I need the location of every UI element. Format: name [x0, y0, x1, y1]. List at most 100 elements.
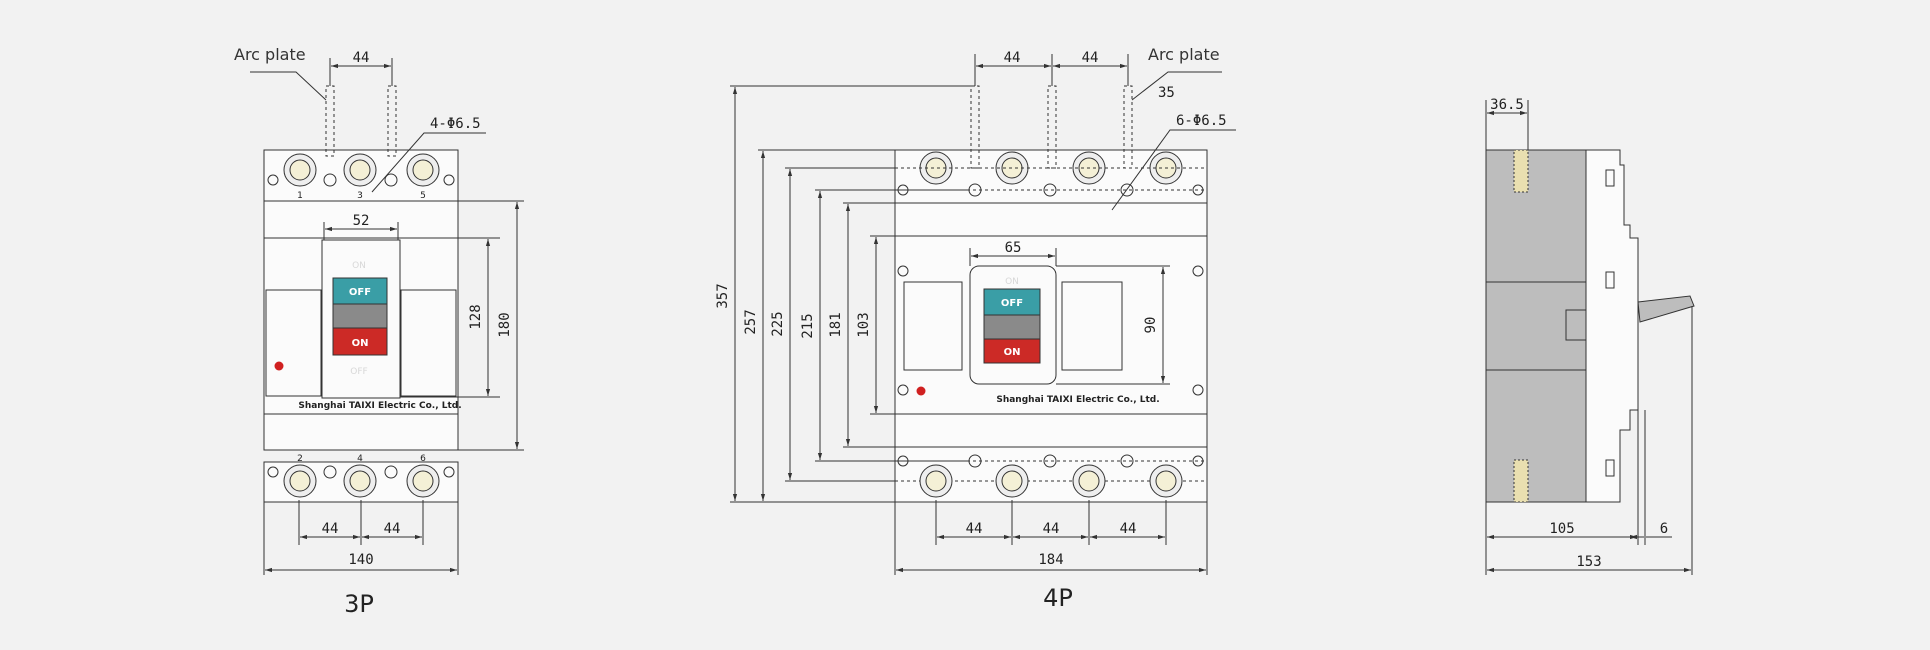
p4-dim-width: 184: [1038, 552, 1063, 568]
p4-mount-hole-icon: [1120, 454, 1134, 468]
side-dim-153: 153: [1576, 554, 1601, 570]
p4-arc-plate: [1123, 85, 1133, 169]
p3-screw-icon: [267, 466, 279, 478]
p3-mount-hole-icon: [323, 173, 337, 187]
p4-terminal-bottom: [1149, 464, 1183, 498]
p4-screw-icon: [897, 384, 909, 396]
p3-screw-icon: [267, 174, 279, 186]
p4-screw-icon: [897, 455, 909, 467]
p4-dim-arc-offset: 35: [1158, 85, 1175, 101]
p4-left-window: [903, 281, 963, 371]
side-clip: [1605, 169, 1615, 187]
side-body: [1485, 149, 1587, 503]
p4-dim-bottom-pitch-3: 44: [1120, 521, 1137, 537]
p4-arc-plate-label: Arc plate: [1148, 45, 1220, 64]
p3-dim-handle-height: 128: [468, 304, 484, 329]
p4-terminal-bottom: [1072, 464, 1106, 498]
p3-terminal-bottom-4: [343, 464, 377, 498]
p4-caption: 4P: [1043, 584, 1073, 612]
p4-handle-mid: [983, 314, 1041, 340]
p4-screw-icon: [1192, 384, 1204, 396]
p3-dim-handle-width: 52: [353, 213, 370, 229]
p4-lower-band: [894, 413, 1208, 448]
side-copper-bottom: [1513, 459, 1529, 503]
p4-indicator-dot: [916, 386, 926, 396]
p4-screw-icon: [1192, 265, 1204, 277]
side-copper-top: [1513, 149, 1529, 193]
p4-dim-103: 103: [856, 312, 872, 337]
p4-arc-plate: [1047, 85, 1057, 169]
p4-terminal-bottom: [919, 464, 953, 498]
view-side: 36.5 105 6 153: [1485, 97, 1695, 575]
p4-screw-icon: [897, 265, 909, 277]
p4-dim-bottom-pitch-2: 44: [1043, 521, 1060, 537]
p4-dim-top-pitch-2: 44: [1082, 50, 1099, 66]
p3-terminal-top-3: [343, 153, 377, 187]
p3-terminal-label: 1: [297, 191, 303, 201]
p3-terminal-label: 6: [420, 454, 426, 464]
p3-lower-band: [263, 413, 459, 451]
view-4p: 44 44 Arc plate 35 6-Φ6.5 357 257 225 21…: [715, 45, 1236, 612]
p3-terminal-bottom-6: [406, 464, 440, 498]
p3-arc-plate: [387, 85, 397, 157]
side-handle: [1637, 295, 1695, 323]
p4-screw-icon: [1192, 455, 1204, 467]
p4-upper-band: [894, 202, 1208, 237]
p4-dim-257: 257: [743, 309, 759, 334]
p3-right-window: [400, 289, 457, 397]
p4-dim-handle-height: 90: [1143, 317, 1159, 334]
side-latch: [1565, 309, 1587, 341]
p3-on-button[interactable]: [332, 327, 388, 356]
p4-dim-357: 357: [715, 283, 731, 308]
p4-on-button[interactable]: [983, 338, 1041, 364]
p3-on-ghost-label: ON: [352, 261, 366, 271]
p3-indicator-dot: [274, 361, 284, 371]
p3-dim-height: 180: [497, 312, 513, 337]
p4-dim-225: 225: [770, 311, 786, 336]
p4-terminal-bottom: [995, 464, 1029, 498]
side-dim-36-5: 36.5: [1490, 97, 1524, 113]
side-dim-105: 105: [1549, 521, 1574, 537]
p4-dim-top-pitch-1: 44: [1004, 50, 1021, 66]
p3-terminal-top-1: [283, 153, 317, 187]
p4-mount-hole-icon: [968, 454, 982, 468]
p3-terminal-label: 5: [420, 191, 426, 201]
p3-screw-icon: [443, 174, 455, 186]
p3-off-label: OFF: [349, 287, 371, 298]
p3-off-ghost-label: OFF: [350, 367, 367, 377]
p3-dim-bottom-pitch-2: 44: [384, 521, 401, 537]
p3-on-label: ON: [352, 338, 369, 349]
p4-arc-plate: [970, 85, 980, 169]
p4-mount-hole-icon: [1120, 183, 1134, 197]
p4-hole-note: 6-Φ6.5: [1176, 113, 1227, 129]
p3-left-window: [265, 289, 322, 397]
p3-terminal-label: 3: [357, 191, 363, 201]
p3-handle-mid: [332, 303, 388, 329]
p3-mount-hole-icon: [384, 465, 398, 479]
p3-brand-text: Shanghai TAIXI Electric Co., Ltd.: [298, 401, 461, 411]
p4-dim-215: 215: [800, 313, 816, 338]
p4-dim-bottom-pitch-1: 44: [966, 521, 983, 537]
p4-mount-hole-icon: [1043, 454, 1057, 468]
p3-terminal-top-5: [406, 153, 440, 187]
p4-brand-text: Shanghai TAIXI Electric Co., Ltd.: [996, 395, 1159, 405]
p4-terminal-top: [919, 151, 953, 185]
view-3p: 1 3 5 44 Arc plate 4-Φ6.5 ON OFF ON OFF …: [234, 45, 524, 618]
p3-caption: 3P: [344, 590, 374, 618]
p4-off-label: OFF: [1001, 298, 1023, 309]
p4-on-ghost-label: ON: [1005, 277, 1019, 287]
side-front-profile: [1585, 149, 1639, 503]
side-clip: [1605, 271, 1615, 289]
p3-screw-icon: [443, 466, 455, 478]
p4-dim-handle-width: 65: [1005, 240, 1022, 256]
p3-terminal-label: 4: [357, 454, 363, 464]
p3-dim-bottom-pitch-1: 44: [322, 521, 339, 537]
p4-dim-181: 181: [828, 312, 844, 337]
p3-hole-note: 4-Φ6.5: [430, 116, 481, 132]
p4-mount-hole-icon: [1043, 183, 1057, 197]
p4-on-label: ON: [1004, 347, 1021, 358]
side-dim-6: 6: [1660, 521, 1668, 537]
p3-dim-width: 140: [348, 552, 373, 568]
p4-right-window: [1061, 281, 1123, 371]
p3-arc-plate-label: Arc plate: [234, 45, 306, 64]
